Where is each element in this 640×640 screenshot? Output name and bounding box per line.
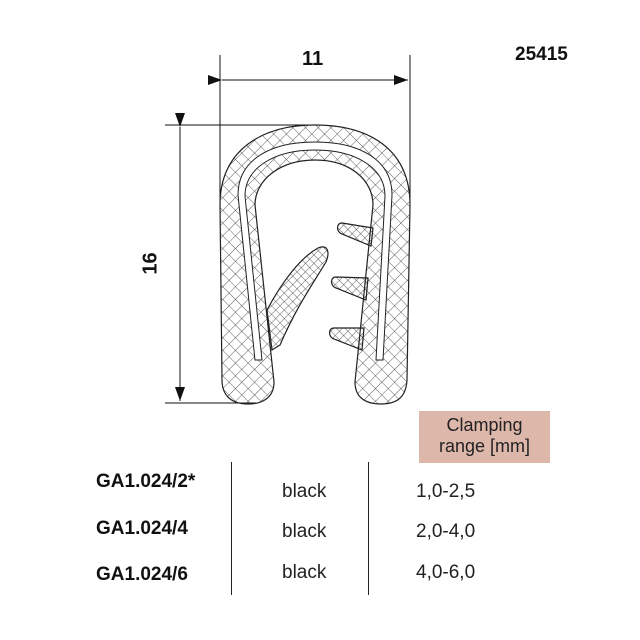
metal-clip <box>237 141 393 361</box>
product-color: black <box>282 481 327 502</box>
clamping-range: 1,0-2,5 <box>416 481 476 502</box>
clamping-range: 2,0-4,0 <box>416 521 476 542</box>
product-color: black <box>282 521 327 542</box>
header-line-1: Clamping <box>446 415 523 435</box>
width-dimension-label: 11 <box>302 48 324 70</box>
product-code: GA1.024/2* <box>96 471 196 492</box>
article-number: 25415 <box>515 44 568 65</box>
product-code: GA1.024/4 <box>96 518 188 539</box>
clamping-range-header: Clamping range [mm] <box>419 411 550 463</box>
gripping-fingers <box>328 222 374 351</box>
clamping-range: 4,0-6,0 <box>416 562 476 583</box>
column-divider <box>368 462 369 595</box>
product-color: black <box>282 562 327 583</box>
sealing-lip <box>266 246 329 352</box>
column-divider <box>231 462 232 595</box>
dimension-lines <box>165 55 411 404</box>
product-code: GA1.024/6 <box>96 564 188 585</box>
height-dimension-label: 16 <box>139 252 162 275</box>
header-line-2: range [mm] <box>438 436 531 456</box>
